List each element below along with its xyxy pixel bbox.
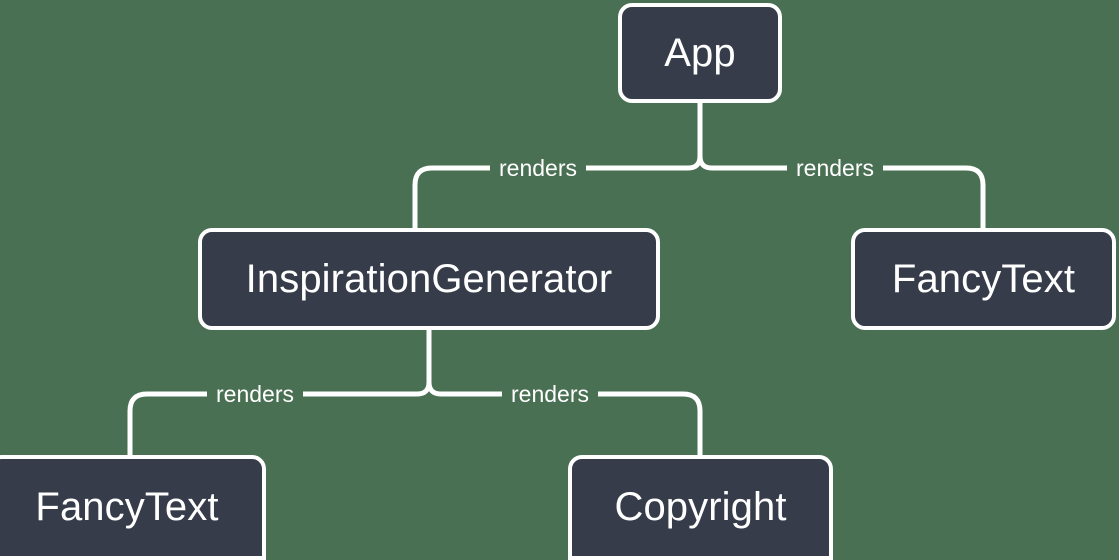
node-fancytext-bottom-label: FancyText bbox=[35, 485, 219, 529]
node-inspiration-generator[interactable]: InspirationGenerator bbox=[198, 228, 660, 330]
edge-label-app-to-inspiration-generator: renders bbox=[490, 157, 586, 180]
node-copyright-label: Copyright bbox=[614, 485, 787, 529]
node-inspiration-generator-label: InspirationGenerator bbox=[245, 256, 613, 301]
edge-label-inspiration-generator-to-copyright: renders bbox=[502, 383, 598, 406]
node-copyright[interactable]: Copyright bbox=[568, 455, 833, 560]
node-app-label: App bbox=[664, 30, 736, 75]
edge-label-inspiration-generator-to-fancytext-bottom: renders bbox=[207, 383, 303, 406]
node-fancytext-bottom[interactable]: FancyText bbox=[0, 455, 266, 560]
node-fancytext-right-label: FancyText bbox=[891, 256, 1076, 301]
edge-label-app-to-fancytext-right: renders bbox=[787, 157, 883, 180]
node-app[interactable]: App bbox=[618, 3, 782, 103]
node-fancytext-right[interactable]: FancyText bbox=[851, 228, 1116, 330]
